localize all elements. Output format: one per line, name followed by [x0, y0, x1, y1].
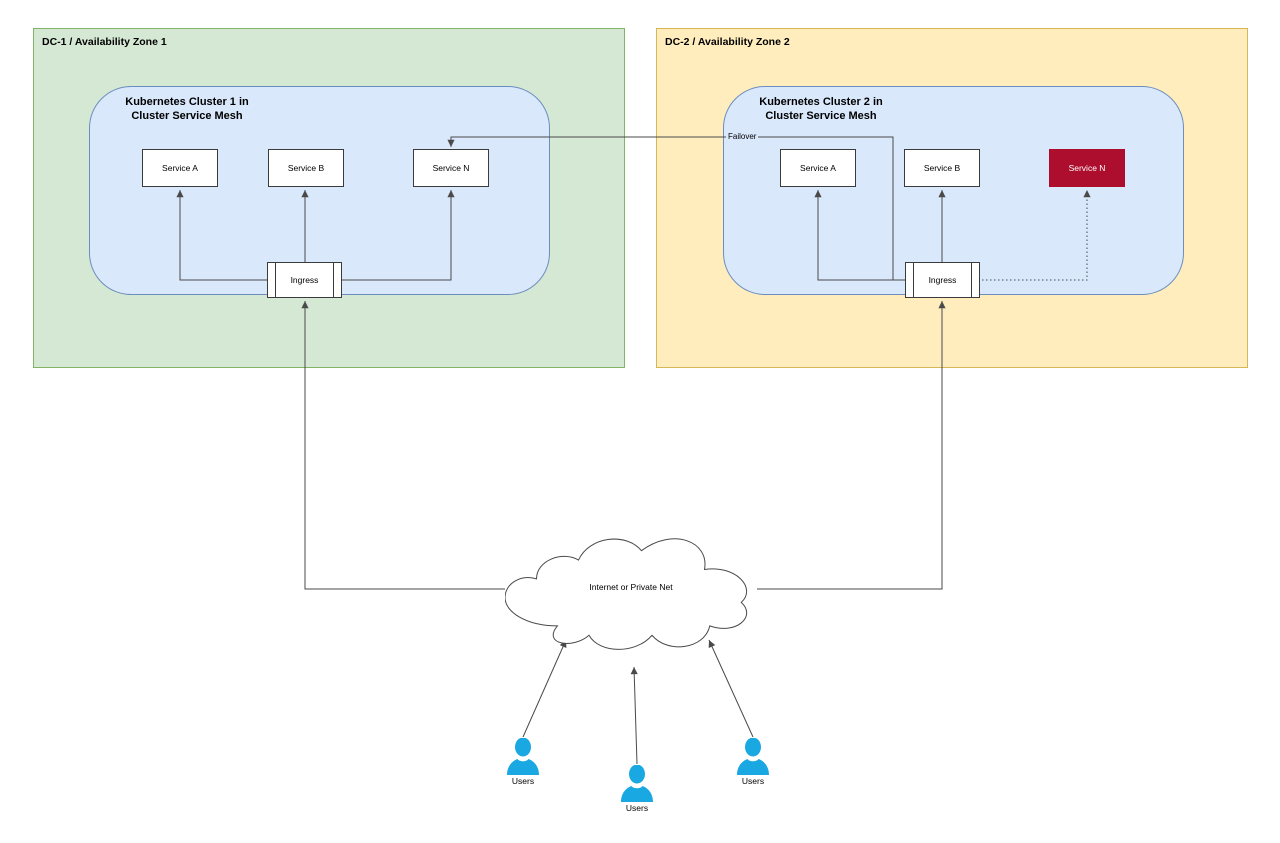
cluster-2-title: Kubernetes Cluster 2 in Cluster Service …	[724, 96, 918, 123]
cluster-1-title-line2: Cluster Service Mesh	[131, 109, 243, 122]
user-icon	[507, 738, 539, 775]
cluster2-service-b: Service B	[904, 149, 980, 187]
user-group-2	[619, 765, 655, 803]
user-group-3-label: Users	[741, 776, 765, 786]
cloud-label: Internet or Private Net	[589, 582, 673, 592]
user-group-1-label: Users	[511, 776, 535, 786]
cluster-2-title-line2: Cluster Service Mesh	[765, 109, 877, 122]
user-icon	[621, 765, 653, 802]
cluster-1-title-line1: Kubernetes Cluster 1 in	[125, 96, 249, 108]
zone-dc2-title: DC-2 / Availability Zone 2	[665, 36, 790, 48]
cluster1-service-b: Service B	[268, 149, 344, 187]
cluster2-service-n-failed: Service N	[1049, 149, 1125, 187]
cluster1-service-a: Service A	[142, 149, 218, 187]
cluster1-ingress: Ingress	[267, 262, 342, 298]
user-icon	[737, 738, 769, 775]
cluster-2-title-line1: Kubernetes Cluster 2 in	[759, 96, 883, 108]
cloud-icon	[505, 530, 757, 655]
zone-dc1-title: DC-1 / Availability Zone 1	[42, 36, 167, 48]
cluster1-service-n: Service N	[413, 149, 489, 187]
failover-edge-label: Failover	[726, 132, 759, 142]
cluster-1-title: Kubernetes Cluster 1 in Cluster Service …	[90, 96, 284, 123]
user-group-1	[505, 738, 541, 776]
edge-user2-to-cloud	[630, 666, 638, 765]
cluster2-service-a: Service A	[780, 149, 856, 187]
user-group-2-label: Users	[625, 803, 649, 813]
user-group-3	[735, 738, 771, 776]
cluster2-ingress: Ingress	[905, 262, 980, 298]
internet-cloud: Internet or Private Net	[505, 530, 757, 655]
